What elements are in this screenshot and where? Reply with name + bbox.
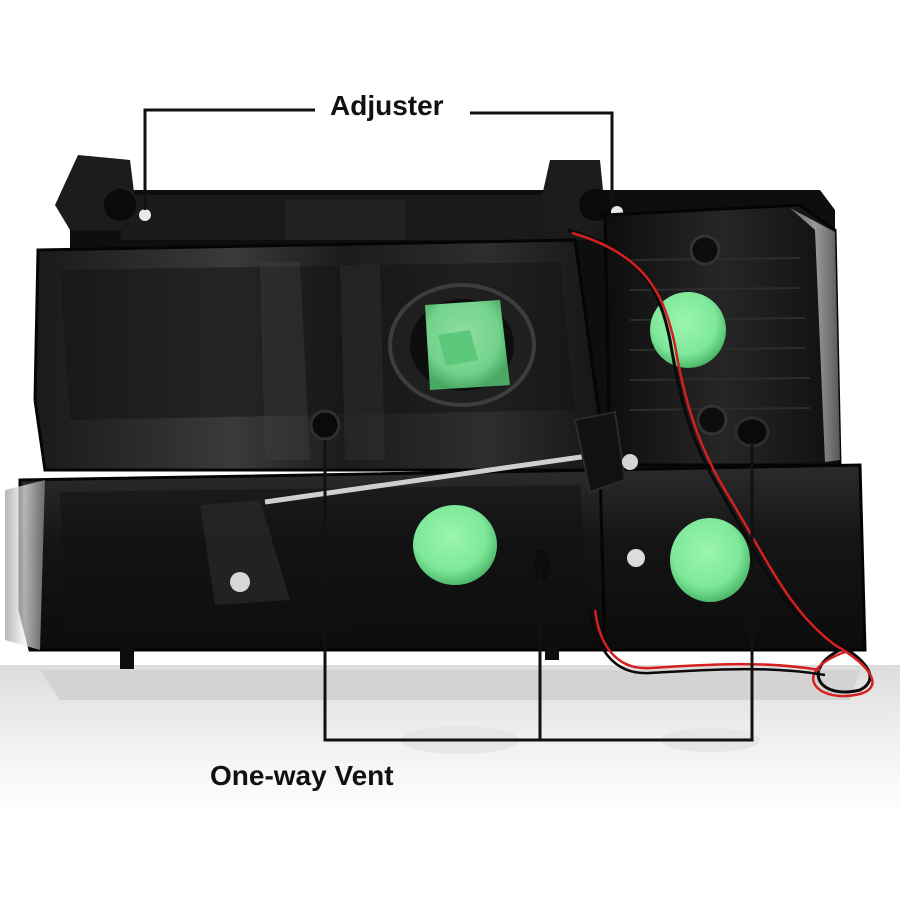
corner-lamp <box>603 203 842 467</box>
left-adjuster-bracket <box>55 155 151 230</box>
wiring-harness <box>567 228 874 698</box>
adjuster-callout-label: Adjuster <box>330 90 444 121</box>
bulb-socket <box>388 283 536 407</box>
right-adjuster-bracket <box>540 160 623 235</box>
vent-callout-lines <box>323 440 754 742</box>
vent-callout-label: One-way Vent <box>210 760 394 791</box>
adjuster-rod <box>264 410 638 505</box>
adjuster-callout-lines <box>143 108 614 210</box>
lower-lamp-housing <box>5 463 867 669</box>
